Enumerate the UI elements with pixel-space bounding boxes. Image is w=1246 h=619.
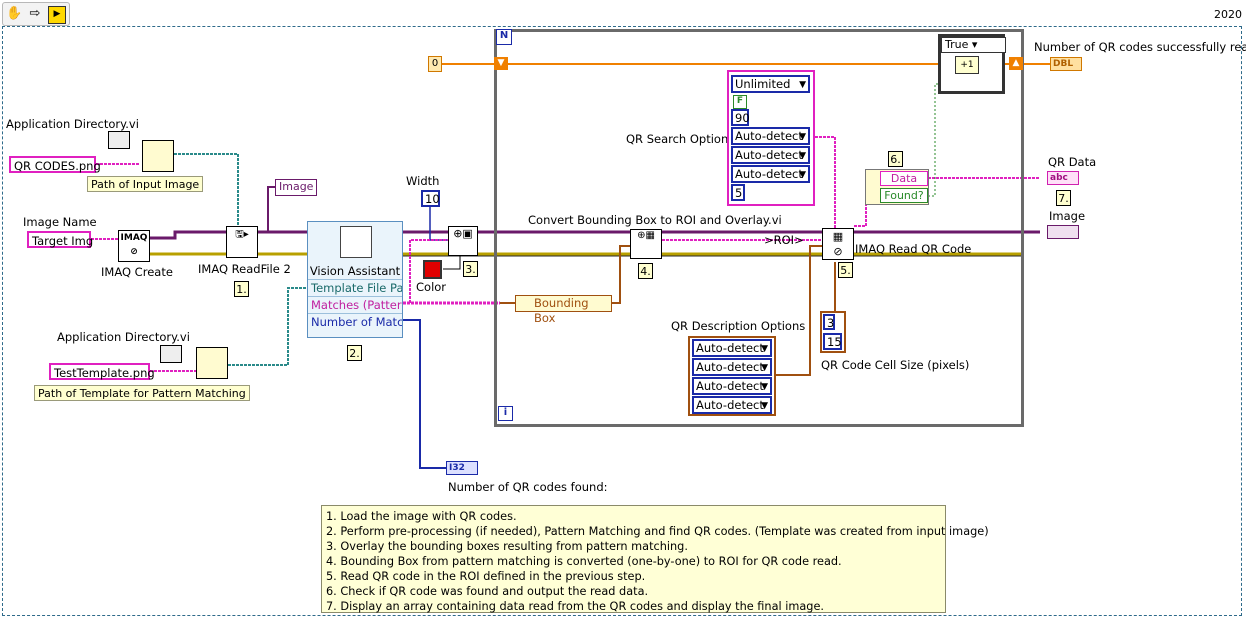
block-diagram-frame — [2, 26, 1242, 616]
convert-bbox-label: Convert Bounding Box to ROI and Overlay.… — [528, 213, 782, 227]
case-selector-value: True — [945, 38, 969, 51]
imaq-readfile-icon[interactable]: 🖫▸ — [226, 226, 258, 258]
search-auto-enum-1[interactable]: Auto-detect▼ — [731, 127, 810, 145]
loop-iteration-terminal: i — [498, 406, 513, 421]
desc-auto-enum-2[interactable]: Auto-detect▼ — [692, 358, 772, 376]
step-7-label: 7. — [1056, 190, 1071, 206]
step-5-label: 5. — [838, 262, 853, 278]
zero-constant[interactable]: 0 — [428, 56, 442, 72]
hand-icon[interactable]: ✋ — [6, 6, 23, 21]
vision-assistant-title: Vision Assistant — [309, 264, 401, 278]
color-label: Color — [416, 280, 447, 294]
vision-assistant-node[interactable]: Vision Assistant Template File Pa Matche… — [307, 221, 403, 338]
roi-arrow-label: >ROI> — [764, 233, 804, 247]
cell-size-min[interactable]: 3 — [823, 314, 835, 330]
folder-icon — [160, 345, 182, 363]
bounding-box-unbundle[interactable]: Bounding Box — [515, 295, 612, 325]
data-field: Data — [880, 171, 928, 186]
version-label: 2020 — [1214, 8, 1242, 21]
comment-line: 2. Perform pre-processing (if needed), P… — [326, 525, 989, 538]
search-mode-enum[interactable]: Unlimited▼ — [731, 75, 810, 93]
va-template-file-row[interactable]: Template File Pa — [308, 279, 402, 296]
for-loop[interactable] — [494, 29, 1024, 427]
case-selector[interactable]: True ▾ — [941, 37, 1006, 53]
num-qr-read-label: Number of QR codes successfully read: — [1034, 40, 1246, 54]
comment-line: 3. Overlay the bounding boxes resulting … — [326, 540, 688, 553]
num-qr-found-label: Number of QR codes found: — [448, 480, 608, 494]
qr-search-options-label: QR Search Options — [626, 132, 735, 146]
imaq-create-label: IMAQ Create — [101, 265, 173, 279]
comment-line: 4. Bounding Box from pattern matching is… — [326, 555, 842, 568]
step-1-label: 1. — [234, 281, 249, 297]
comment-line: 6. Check if QR code was found and output… — [326, 585, 649, 598]
convert-bbox-icon[interactable]: ⊕▦ — [630, 229, 662, 259]
imaq-read-qr-icon[interactable]: ▦⊘ — [822, 228, 854, 260]
shift-register-left: ▼ — [494, 57, 508, 70]
va-number-of-matches-row[interactable]: Number of Matc — [308, 313, 402, 330]
image-ref-constant[interactable]: Image — [275, 179, 318, 196]
qr-data-label: QR Data — [1048, 155, 1097, 169]
test-template-png-constant[interactable]: TestTemplate.png — [49, 363, 155, 380]
num-qr-found-indicator[interactable]: I32 — [446, 461, 478, 475]
flag-boolean[interactable]: F — [733, 95, 747, 109]
app-dir-2-label: Application Directory.vi — [57, 330, 190, 344]
comment-line: 1. Load the image with QR codes. — [326, 510, 517, 523]
step-4-label: 4. — [638, 263, 653, 279]
color-swatch[interactable] — [423, 260, 442, 279]
qr-description-options-label: QR Description Options — [671, 319, 806, 333]
toolbar: ✋ ⇨ ▶ — [2, 2, 70, 26]
value-5[interactable]: 5 — [731, 184, 745, 201]
vision-assistant-icon — [340, 226, 372, 258]
run-icon[interactable]: ▶ — [48, 6, 66, 24]
path-template-label: Path of Template for Pattern Matching — [34, 385, 250, 401]
build-path-icon — [196, 347, 228, 379]
width-constant[interactable]: 10 — [421, 190, 440, 207]
search-auto-enum-3[interactable]: Auto-detect▼ — [731, 165, 810, 183]
imaq-create-icon[interactable]: IMAQ⊘ — [118, 230, 150, 262]
comment-block: 1. Load the image with QR codes. 2. Perf… — [321, 505, 989, 613]
folder-icon — [108, 131, 130, 149]
value-90[interactable]: 90 — [731, 109, 750, 126]
loop-count-terminal: N — [496, 29, 512, 45]
va-matches-row[interactable]: Matches (Pattern — [308, 296, 402, 313]
search-auto-enum-2[interactable]: Auto-detect▼ — [731, 146, 810, 164]
image-name-label: Image Name — [23, 215, 97, 229]
step-2-label: 2. — [347, 345, 362, 361]
comment-line: 5. Read QR code in the ROI defined in th… — [326, 570, 646, 583]
increment-node: +1 — [955, 56, 979, 74]
target-img-constant[interactable]: Target Img — [27, 231, 93, 248]
num-qr-read-indicator[interactable]: DBL — [1050, 57, 1082, 71]
found-field: Found? — [880, 188, 928, 203]
step-6-label: 6. — [888, 151, 903, 167]
desc-auto-enum-4[interactable]: Auto-detect▼ — [692, 396, 772, 414]
shift-register-right: ▲ — [1009, 57, 1023, 70]
cell-size-max[interactable]: 15 — [823, 333, 842, 350]
arrow-icon[interactable]: ⇨ — [29, 6, 41, 21]
width-label: Width — [406, 174, 440, 188]
app-dir-1-label: Application Directory.vi — [6, 117, 139, 131]
desc-auto-enum-3[interactable]: Auto-detect▼ — [692, 377, 772, 395]
overlay-icon[interactable]: ⊕▣ — [448, 226, 478, 256]
step-3-label: 3. — [463, 261, 478, 277]
image-out-indicator[interactable] — [1047, 225, 1079, 239]
imaq-readfile-label: IMAQ ReadFile 2 — [198, 262, 291, 276]
qr-codes-png-constant[interactable]: QR CODES.png — [9, 156, 101, 173]
build-path-icon — [142, 140, 174, 172]
path-input-image-label: Path of Input Image — [87, 176, 204, 192]
comment-line: 7. Display an array containing data read… — [326, 600, 824, 613]
imaq-read-qr-label: IMAQ Read QR Code — [855, 242, 972, 256]
qr-data-indicator[interactable]: abc — [1047, 171, 1079, 185]
image-out-label: Image — [1049, 209, 1086, 223]
desc-auto-enum-1[interactable]: Auto-detect▼ — [692, 339, 772, 357]
qr-cell-size-label: QR Code Cell Size (pixels) — [821, 358, 970, 372]
